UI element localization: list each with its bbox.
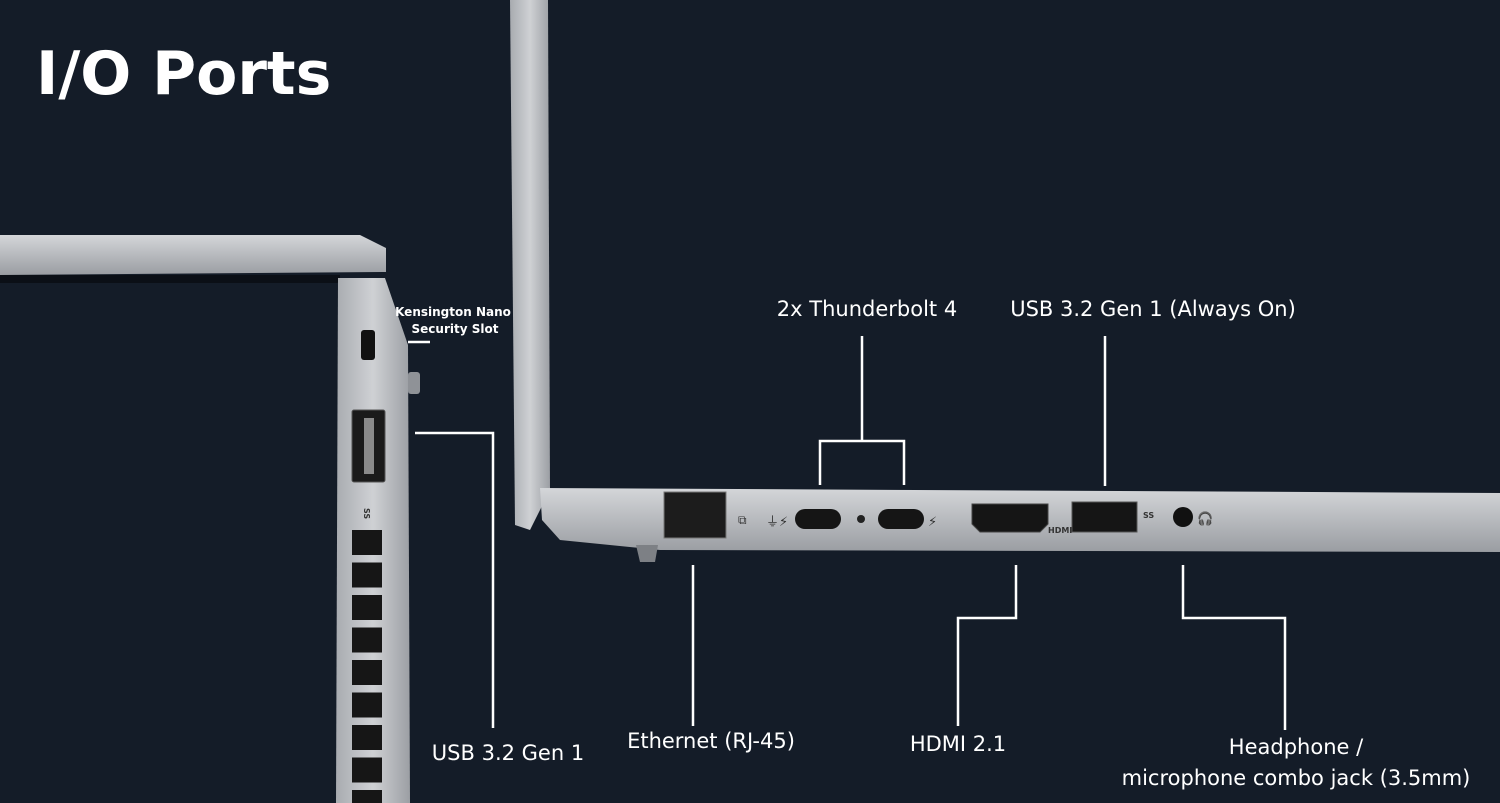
vent-slot (352, 530, 382, 555)
laptop-right-side: ⧉ ⏚⚡ ⚡ HDMI SS 🎧 (510, 0, 1500, 562)
audio-jack (1173, 507, 1193, 527)
vent-slot (352, 627, 382, 653)
usb-left-callout-line (415, 431, 495, 728)
thunderbolt-callout-line (818, 336, 906, 485)
vent-slot (352, 595, 382, 620)
laptop-lid-edge (0, 235, 386, 275)
status-led (857, 515, 865, 523)
vent-slot (352, 757, 382, 783)
cooling-vents (352, 530, 382, 803)
headphone-label-line2: microphone combo jack (3.5mm) (1122, 766, 1471, 790)
hdmi-marking: HDMI (1048, 526, 1072, 535)
laptop-left-side: SS (0, 235, 420, 803)
vent-slot (352, 660, 382, 685)
usb-left-label: USB 3.2 Gen 1 (432, 741, 584, 765)
thunderbolt-label: 2x Thunderbolt 4 (777, 297, 957, 321)
hdmi-port (971, 503, 1049, 533)
usb-always-on-label: USB 3.2 Gen 1 (Always On) (1010, 297, 1296, 321)
usb-ss-marking: SS (1143, 511, 1154, 520)
headphone-callout-line (1181, 565, 1287, 730)
thunderbolt-port-2 (878, 509, 924, 529)
thunderbolt-port-1 (795, 509, 841, 529)
laptop-lid-edge-right (510, 0, 550, 530)
usb-ss-marking-left: SS (362, 508, 371, 519)
kensington-label-line2: Security Slot (412, 322, 499, 336)
vent-slot (352, 562, 382, 588)
hdmi-label: HDMI 2.1 (910, 732, 1006, 756)
vent-slot (352, 692, 382, 718)
kensington-slot (361, 330, 375, 360)
callout-lines (408, 336, 1287, 730)
network-icon: ⧉ (738, 513, 747, 527)
vent-slot (352, 790, 382, 803)
vent-slot (352, 725, 382, 750)
headset-icon: 🎧 (1197, 511, 1213, 527)
ethernet-port (663, 491, 727, 539)
ethernet-label: Ethernet (RJ-45) (627, 729, 795, 753)
page-title: I/O Ports (36, 39, 331, 109)
hdmi-callout-line (956, 565, 1018, 726)
kensington-label-line1: Kensington Nano (395, 305, 511, 319)
thunderbolt-icon: ⚡ (928, 515, 937, 530)
power-thunderbolt-icon: ⏚⚡ (766, 515, 788, 530)
headphone-label-line1: Headphone / (1229, 735, 1364, 759)
usb-a-port-always-on (1071, 501, 1138, 533)
